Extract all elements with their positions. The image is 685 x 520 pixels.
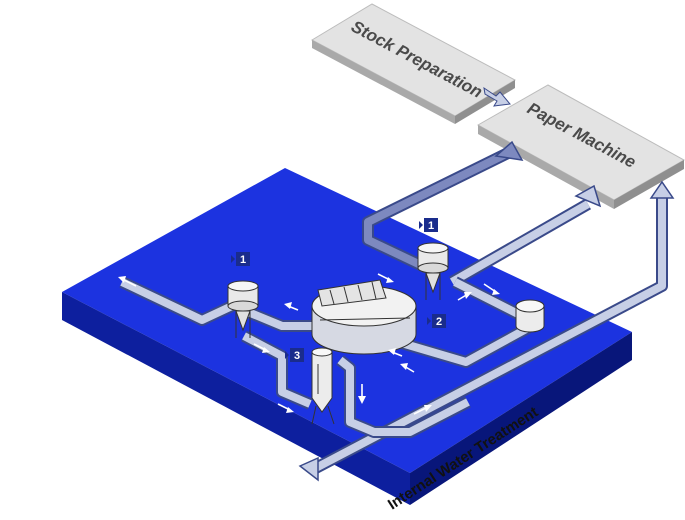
svg-text:2: 2: [436, 316, 442, 328]
badge-1-left: 1: [231, 252, 250, 266]
filter-unit-left: [227, 280, 259, 338]
flow-arrow: [253, 343, 270, 353]
flow-arrow: [483, 283, 500, 295]
stock-preparation-box: Stock Preparation: [310, 3, 517, 124]
badge-2: 2: [427, 314, 446, 328]
svg-text:1: 1: [240, 254, 246, 266]
badge-1-right: 1: [419, 218, 438, 232]
flotation-unit: [311, 347, 335, 425]
pipe-arrowheads: [298, 140, 675, 482]
stock-to-machine-arrow: [483, 86, 511, 107]
flow-arrow: [400, 363, 415, 373]
flow-arrow: [413, 405, 432, 415]
flow-arrow: [377, 273, 394, 283]
svg-text:1: 1: [428, 220, 434, 232]
svg-text:3: 3: [294, 350, 300, 362]
flow-arrow: [388, 348, 403, 357]
platform-side-right: [410, 332, 632, 505]
arrow-to-paper-machine-2: [574, 184, 602, 208]
flow-arrow: [284, 302, 299, 311]
flow-arrow: [277, 403, 294, 413]
flow-arrow: [358, 384, 366, 404]
arrow-to-paper-machine-3: [649, 180, 675, 199]
badge-3: 3: [285, 348, 304, 362]
clarifier: [311, 279, 417, 355]
arrow-inlet: [298, 456, 319, 482]
flow-arrow: [118, 276, 137, 287]
platform-side-left: [62, 292, 410, 505]
arrow-to-paper-machine-1: [494, 140, 524, 161]
flow-arrow: [457, 292, 472, 301]
storage-tank: [515, 299, 545, 333]
flow-arrows: [118, 273, 500, 415]
filter-unit-right: [417, 242, 449, 300]
